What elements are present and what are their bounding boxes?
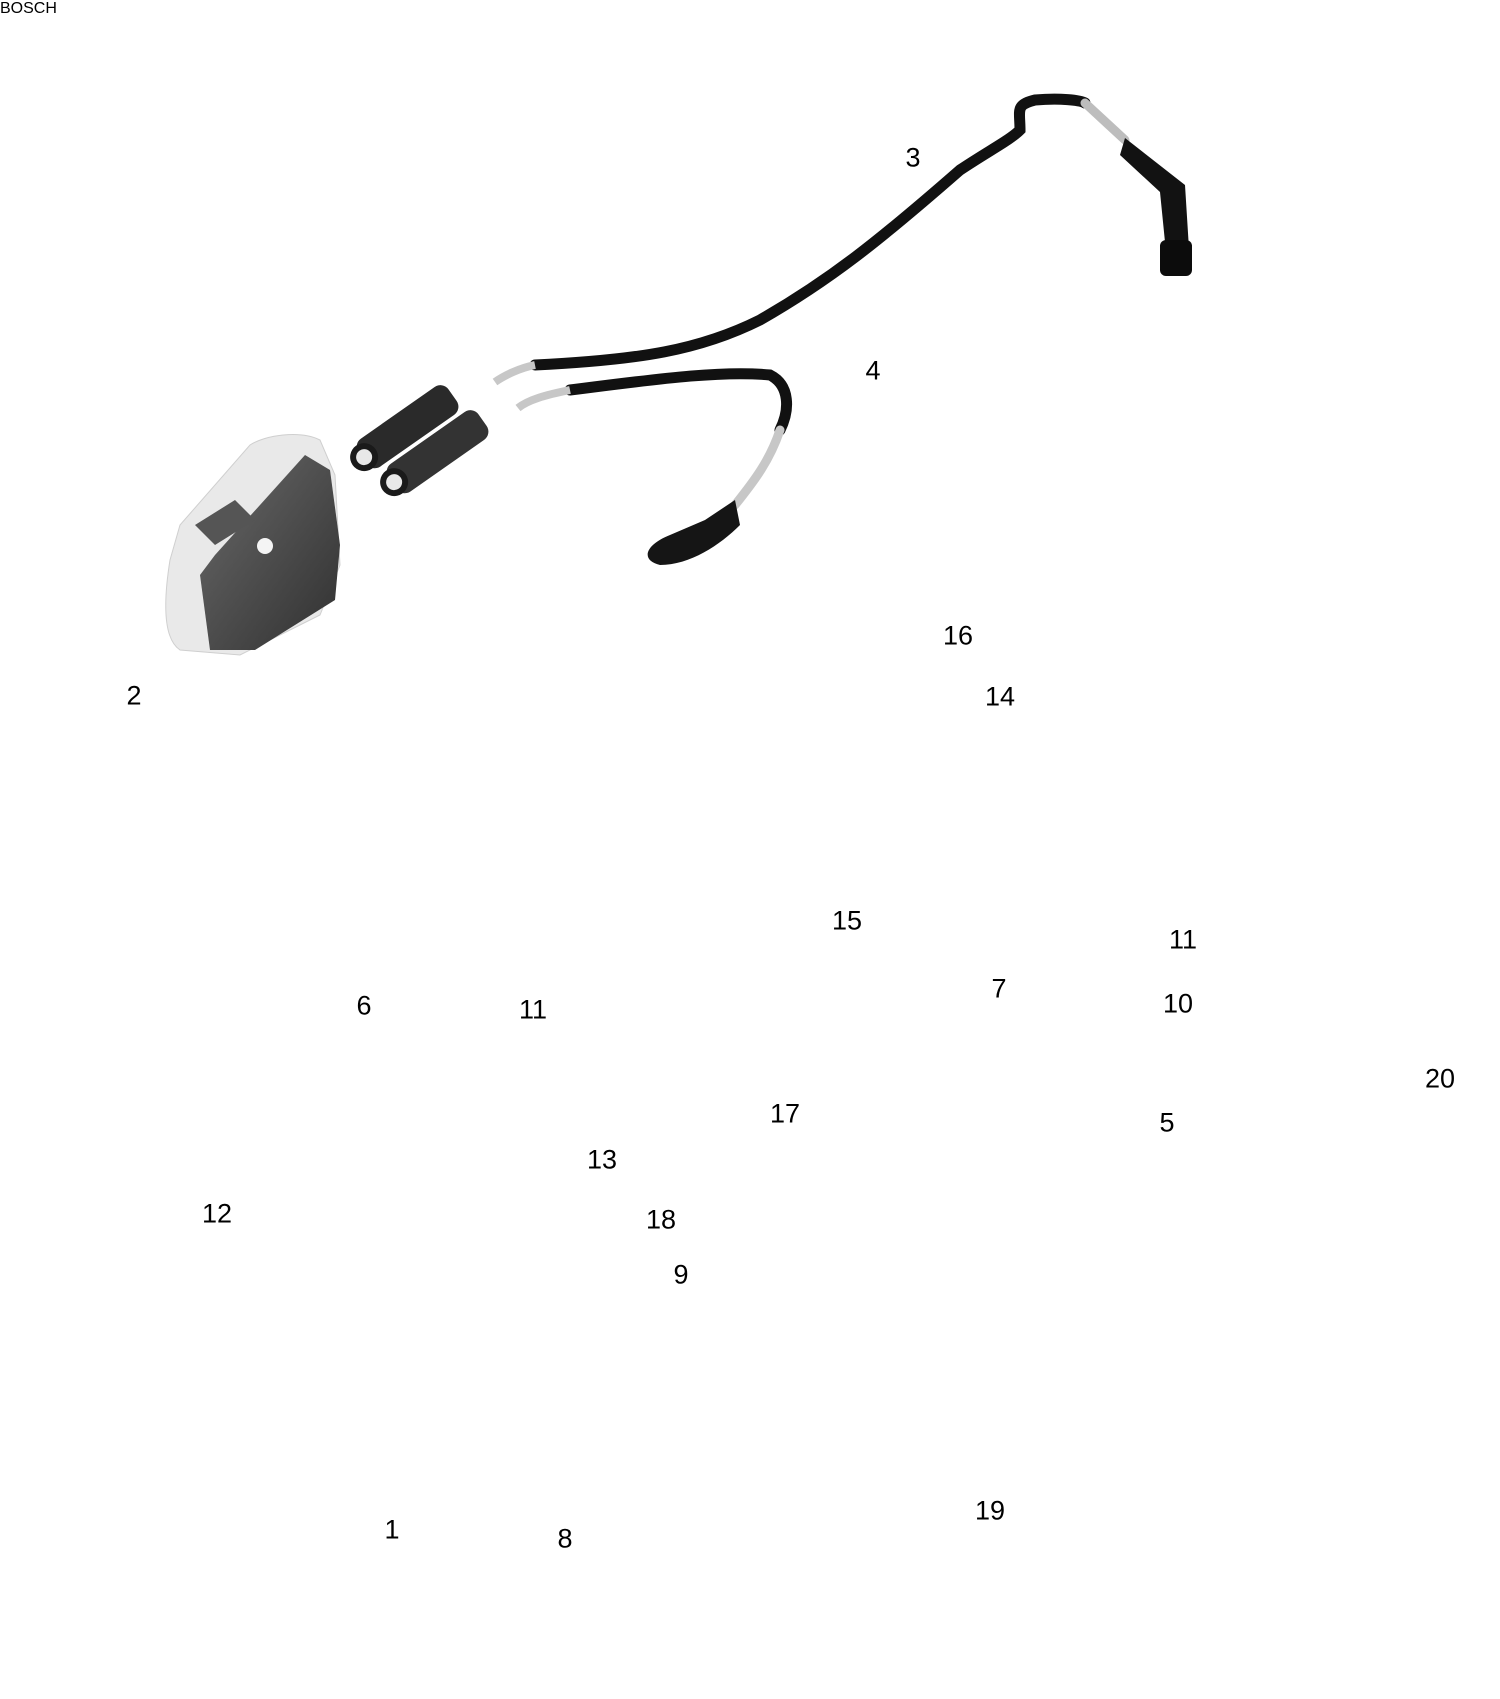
callout-11-right: 11 xyxy=(1168,924,1198,955)
spark-plug-cable-short xyxy=(350,361,793,565)
spark-plug-cable-long xyxy=(529,93,1192,371)
callout-19: 19 xyxy=(974,1495,1006,1526)
callout-6: 6 xyxy=(356,990,372,1021)
callout-7: 7 xyxy=(991,973,1007,1004)
callout-8: 8 xyxy=(557,1523,573,1554)
callout-16: 16 xyxy=(942,620,974,651)
callout-13: 13 xyxy=(586,1144,618,1175)
callout-15: 15 xyxy=(831,905,863,936)
callout-5: 5 xyxy=(1159,1107,1175,1138)
ignition-coil xyxy=(165,434,341,656)
callout-4: 4 xyxy=(865,355,881,386)
callout-1: 1 xyxy=(384,1514,400,1545)
brand-marking: BOSCH xyxy=(0,0,57,17)
callout-14: 14 xyxy=(984,681,1016,712)
callout-11-left: 11 xyxy=(518,994,548,1025)
callout-9: 9 xyxy=(673,1259,689,1290)
callout-20: 20 xyxy=(1424,1063,1456,1094)
callout-10: 10 xyxy=(1162,988,1194,1019)
callout-18: 18 xyxy=(645,1204,677,1235)
callout-17: 17 xyxy=(769,1098,801,1129)
callout-12: 12 xyxy=(201,1198,233,1229)
callout-2: 2 xyxy=(126,680,142,711)
callout-3: 3 xyxy=(905,142,921,173)
